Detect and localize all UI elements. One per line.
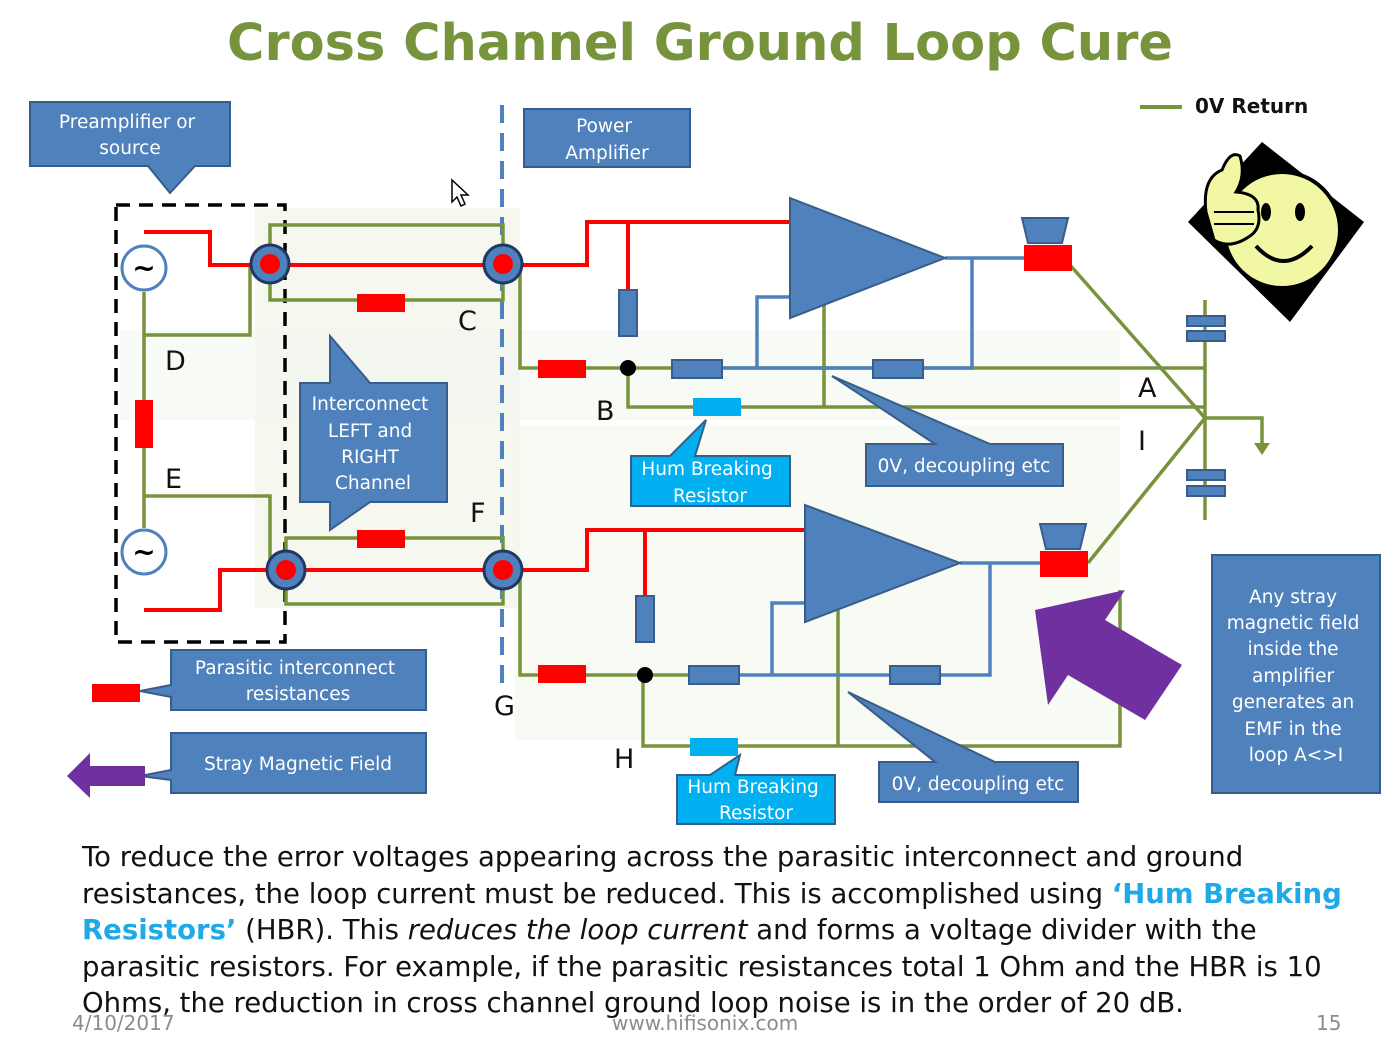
node-label-d: D xyxy=(165,346,186,377)
ov-decoupling-bottom-callout xyxy=(847,691,1079,803)
svg-text:~: ~ xyxy=(132,535,155,568)
source-dashed-box xyxy=(114,203,287,644)
hbr-bottom-callout-text: Hum Breaking Resistor xyxy=(687,777,824,824)
thumbs-up-smiley-icon xyxy=(1188,142,1364,322)
node-label-h: H xyxy=(614,744,634,775)
svg-text:~: ~ xyxy=(132,251,155,284)
ac-source-top-icon: ~ xyxy=(120,244,168,292)
ov-decoupling-top-callout xyxy=(831,375,1064,487)
body-emphasis: reduces the loop current xyxy=(407,914,748,946)
body-text-part1: To reduce the error voltages appearing a… xyxy=(82,841,1244,910)
capacitor-top-icon xyxy=(1186,315,1226,342)
node-label-a: A xyxy=(1138,373,1157,404)
speaker-left-icon xyxy=(1020,217,1070,244)
parasitic-legend-resistor xyxy=(92,684,140,702)
ov-decoupling-top-callout-text: 0V, decoupling etc xyxy=(878,456,1051,477)
signal-wires xyxy=(144,220,805,612)
stray-field-callout xyxy=(139,732,427,794)
parasitic-callout-text: Parasitic interconnect resistances xyxy=(195,658,401,705)
node-label-i: I xyxy=(1138,426,1146,457)
hbr-top-callout-text: Hum Breaking Resistor xyxy=(641,459,778,507)
emf-callout xyxy=(1211,554,1381,794)
capacitor-bottom-icon xyxy=(1186,469,1226,497)
page-title: Cross Channel Ground Loop Cure xyxy=(227,14,1173,73)
parasitic-resistors xyxy=(135,245,1088,683)
power-amp-callout xyxy=(523,108,691,168)
legend-label: 0V Return xyxy=(1195,94,1308,118)
circuit-diagram: ~ ~ C D E F G B H A I 0V Return Preampli… xyxy=(29,94,1381,825)
preamp-callout xyxy=(29,101,231,195)
ground-arrow-icon xyxy=(1254,443,1270,455)
parasitic-callout xyxy=(139,649,427,711)
junction-dot-b xyxy=(620,360,636,376)
stray-field-arrow-icon xyxy=(67,753,145,798)
body-text-part2: (HBR). This xyxy=(236,914,408,946)
preamp-callout-text: Preamplifier or source xyxy=(59,112,201,159)
magnetic-field-arrow-icon xyxy=(1035,590,1182,720)
ac-source-bottom-icon: ~ xyxy=(120,528,168,576)
amplifier-right-triangle xyxy=(804,503,963,624)
power-amp-callout-text: Power Amplifier xyxy=(565,116,649,164)
hbr-top-callout xyxy=(630,419,791,507)
amplifier-left-triangle xyxy=(789,196,948,320)
junction-dot-h xyxy=(637,667,653,683)
body-text-part3: and forms a voltage divider with the par… xyxy=(82,914,1322,1019)
hbr-bottom-callout xyxy=(676,752,836,825)
node-label-f: F xyxy=(470,498,486,529)
node-label-e: E xyxy=(165,464,182,495)
node-label-c: C xyxy=(458,306,477,337)
rca-connectors xyxy=(249,243,524,591)
node-label-g: G xyxy=(494,691,515,722)
node-label-b: B xyxy=(596,396,615,427)
body-highlight: ‘Hum Breaking Resistors’ xyxy=(82,877,1342,947)
footer-url: www.hifisonix.com xyxy=(612,1011,799,1035)
emf-callout-text: Any stray magnetic field inside the ampl… xyxy=(1227,587,1365,766)
stray-field-callout-text: Stray Magnetic Field xyxy=(204,754,392,775)
hum-breaking-resistor-bottom xyxy=(690,738,738,756)
footer-date: 4/10/2017 xyxy=(72,1011,175,1035)
amp-resistors xyxy=(618,289,941,685)
speaker-right-icon xyxy=(1038,523,1088,550)
interconnect-callout-text: Interconnect LEFT and RIGHT Channel xyxy=(312,394,435,494)
ov-decoupling-bottom-callout-text: 0V, decoupling etc xyxy=(892,774,1065,795)
body-paragraph: To reduce the error voltages appearing a… xyxy=(82,839,1362,1022)
feedback-wires xyxy=(700,256,1040,677)
interconnect-callout xyxy=(299,333,448,532)
footer-page-number: 15 xyxy=(1316,1011,1342,1035)
hum-breaking-resistor-top xyxy=(693,398,741,416)
mouse-cursor-icon xyxy=(451,178,470,208)
